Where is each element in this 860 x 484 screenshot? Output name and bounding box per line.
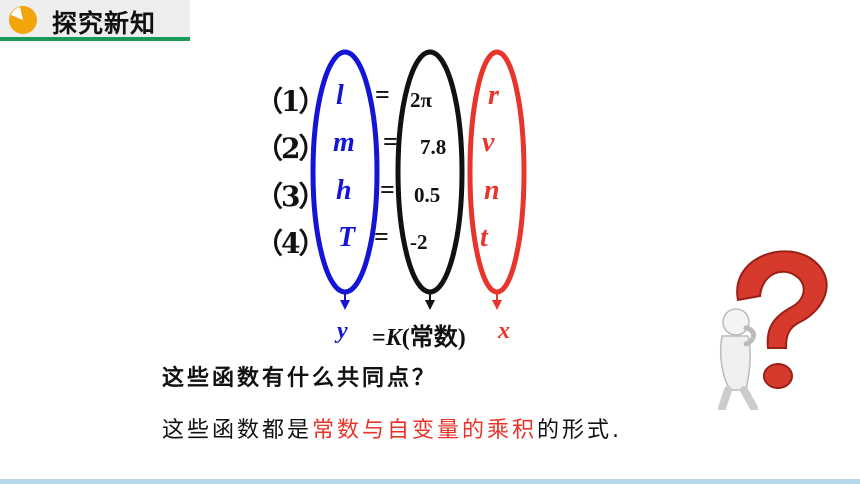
row-3-right-var: n bbox=[484, 175, 500, 206]
row-2-left-var: m bbox=[333, 127, 355, 158]
row-1-equals: = bbox=[375, 80, 390, 109]
footer-bar bbox=[0, 479, 860, 484]
pie-chart-icon bbox=[9, 6, 37, 34]
row-2-label: （2） bbox=[255, 132, 326, 165]
summary-k-note: (常数) bbox=[401, 325, 466, 351]
answer-text: 这些函数都是常数与自变量的乘积的形式. bbox=[162, 412, 622, 444]
header-bar: 探究新知 bbox=[0, 0, 190, 41]
row-2-equals: = bbox=[383, 127, 398, 156]
answer-part-1: 这些函数都是 bbox=[162, 418, 313, 443]
row-1-right-var: r bbox=[488, 80, 499, 111]
row-4-equals: = bbox=[374, 222, 389, 251]
row-3-label: （3） bbox=[255, 180, 326, 213]
summary-x: x bbox=[498, 318, 510, 344]
summary-k: K bbox=[385, 325, 402, 351]
row-2-constant: 7.8 bbox=[420, 135, 447, 159]
row-1-left-var: l bbox=[336, 80, 344, 111]
black-arrow-head bbox=[425, 300, 435, 310]
thinking-person-question-mark-icon bbox=[718, 250, 828, 410]
row-3-equals: = bbox=[380, 175, 395, 204]
header-underline bbox=[0, 37, 190, 41]
row-4-label: （4） bbox=[255, 227, 326, 260]
answer-part-3: 的形式. bbox=[537, 418, 623, 443]
summary-y: y bbox=[337, 318, 348, 344]
row-4-left-var: T bbox=[338, 222, 356, 253]
question-text: 这些函数有什么共同点？ bbox=[162, 366, 438, 391]
red-arrow-head bbox=[492, 300, 502, 310]
summary-equals: = bbox=[372, 325, 386, 351]
row-4-right-var: t bbox=[480, 222, 488, 253]
row-1-label: （1） bbox=[255, 85, 326, 118]
row-4-constant: -2 bbox=[410, 230, 428, 254]
row-1-constant: 2π bbox=[410, 88, 433, 112]
row-2-right-var: v bbox=[482, 127, 495, 158]
row-3-left-var: h bbox=[336, 175, 352, 206]
answer-highlight: 常数与自变量的乘积 bbox=[312, 418, 538, 443]
header-title: 探究新知 bbox=[52, 9, 157, 38]
summary-constant: =K(常数) bbox=[372, 317, 466, 352]
row-3-constant: 0.5 bbox=[414, 183, 441, 207]
blue-arrow-head bbox=[340, 300, 350, 310]
